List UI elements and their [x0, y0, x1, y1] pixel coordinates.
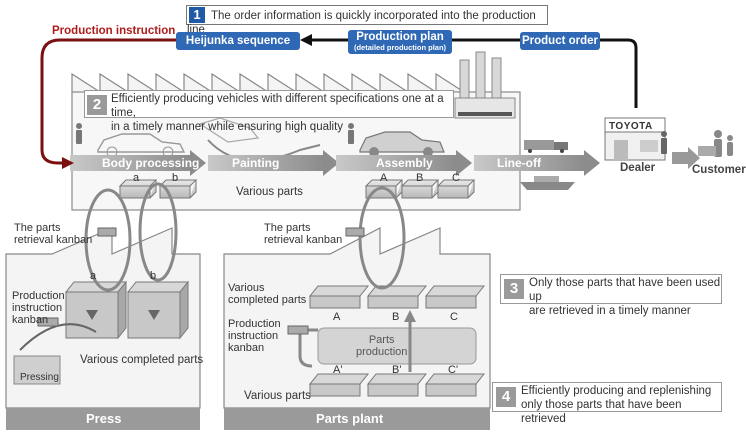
kanban-card-left: [97, 227, 117, 237]
step-2-number: 2: [87, 95, 107, 115]
vcp-line-2: completed parts: [228, 294, 307, 306]
vcp-line-1: Various: [228, 282, 265, 294]
product-order-label: Product order: [521, 35, 599, 47]
heijunka-plan-box: Heijunka sequence plan: [176, 32, 300, 65]
dealer-label: Dealer: [620, 162, 656, 174]
pp-bin-B-label: B: [392, 311, 400, 323]
production-instruction-label: Production instruction: [52, 25, 176, 37]
parts-plant-completed-bins: [308, 285, 486, 309]
step-3-number: 3: [504, 279, 524, 299]
right-kanban-label: The parts retrieval kanban: [264, 222, 342, 246]
various-completed-parts-label: Various completed parts: [80, 354, 204, 366]
pp-bin-C-label: C: [450, 311, 458, 323]
dealer-to-customer-arrow: [672, 147, 700, 169]
production-plan-box: Production plan (detailed production pla…: [348, 30, 452, 54]
pp-pik-line-2: instruction: [228, 330, 279, 342]
left-kanban-line-2: retrieval kanban: [14, 234, 93, 246]
right-kanban-line-1: The parts: [264, 222, 311, 234]
various-parts-top-label: Various parts: [236, 186, 303, 198]
parts-production-machine: [317, 327, 477, 365]
line-bin-a-label: a: [133, 172, 140, 184]
customer-label: Customer: [692, 164, 746, 176]
parts-production-line-2: production: [356, 346, 408, 358]
heijunka-plan-label: Heijunka sequence plan: [185, 35, 291, 65]
pp-bin-B2-label: B': [392, 364, 402, 376]
kanban-card-press: [37, 317, 59, 327]
various-parts-bottom-label: Various parts: [244, 390, 311, 402]
step-4-number: 4: [496, 387, 516, 407]
various-completed-parts-plant-label: Various completed parts: [228, 282, 306, 306]
press-pik-line-1: Production: [12, 290, 65, 302]
parts-plant-arrow-head: [404, 310, 416, 322]
pp-bin-A2-label: A': [333, 364, 343, 376]
kanban-card-parts-plant: [287, 325, 309, 335]
information-flow-line: [40, 34, 638, 169]
pp-bin-A-label: A: [333, 311, 341, 323]
parts-plant-title: Parts plant: [316, 411, 384, 426]
step-2-line-2: in a timely manner while ensuring high q…: [111, 121, 344, 133]
step-3-box: 3 Only those parts that have been used u…: [500, 274, 722, 317]
step-2-line-1: Efficiently producing vehicles with diff…: [111, 93, 444, 119]
left-kanban-label: The parts retrieval kanban: [14, 222, 92, 246]
press-stack-a-label: a: [90, 270, 97, 282]
parts-plant-raw-bins: [308, 373, 486, 397]
dealer-building: [604, 117, 666, 161]
step-4-line-2: only those parts that have been retrieve…: [521, 399, 682, 425]
left-kanban-line-1: The parts: [14, 222, 61, 234]
step-3-line-2: are retrieved in a timely manner: [529, 305, 691, 317]
press-pik-line-2: instruction: [12, 302, 63, 314]
production-plan-label: Production plan: [356, 31, 444, 43]
parts-plant-arrows: [298, 186, 412, 372]
parts-production-line-1: Parts: [368, 334, 395, 346]
transport-illustration: [520, 140, 575, 190]
step-1-number: 1: [189, 7, 205, 23]
pressing-machine: [13, 323, 97, 385]
step-3-line-1: Only those parts that have been used up: [529, 277, 721, 303]
assembly-car-illustration: [359, 131, 445, 157]
production-plan-sublabel: (detailed production plan): [353, 43, 447, 52]
kanban-card-right: [345, 227, 365, 237]
right-kanban-line-2: retrieval kanban: [264, 234, 343, 246]
press-pik-line-3: kanban: [12, 314, 49, 326]
line-bin-B-label: B: [416, 172, 424, 184]
step-2-box: 2 Efficiently producing vehicles with di…: [84, 90, 454, 133]
press-title: Press: [86, 411, 122, 426]
line-bin-b-label: b: [172, 172, 179, 184]
line-bin-C-label: C: [452, 172, 460, 184]
product-order-box: Product order: [520, 32, 600, 50]
press-stack-b-label: b: [150, 270, 157, 282]
pressing-label: Pressing: [20, 372, 59, 383]
step-4-box: 4 Efficiently producing and replenishing…: [492, 382, 722, 425]
customer-figures: [698, 130, 733, 157]
pp-pik-line-3: kanban: [228, 342, 265, 354]
stage-body-processing: Body processing: [102, 156, 200, 170]
pp-bin-C2-label: C': [448, 364, 459, 376]
line-bin-A-label: A: [380, 172, 388, 184]
parts-plant-instruction-kanban-label: Production instruction kanban: [228, 318, 281, 354]
stage-painting: Painting: [232, 156, 280, 170]
press-loop-arrows: [84, 182, 178, 292]
dealer-brand-sign: TOYOTA: [609, 121, 653, 132]
production-flow-arrow: [70, 150, 600, 176]
stage-line-off: Line-off: [497, 156, 541, 170]
pp-pik-line-1: Production: [228, 318, 281, 330]
stage-assembly: Assembly: [376, 156, 433, 170]
step-4-line-1: Efficiently producing and replenishing: [521, 385, 712, 397]
dealer-person: [661, 131, 667, 154]
press-instruction-kanban-label: Production instruction kanban: [12, 290, 65, 326]
parts-production-label: Parts production: [356, 334, 407, 358]
